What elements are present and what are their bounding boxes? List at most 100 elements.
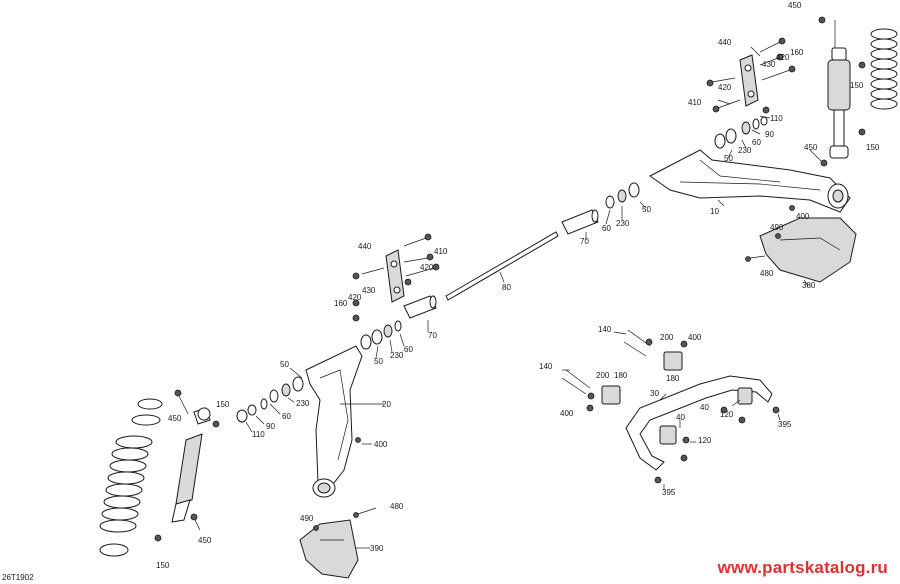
watermark-link[interactable]: www.partskatalog.ru <box>717 558 888 577</box>
callout-395-b: 395 <box>662 488 676 497</box>
left-a-arm <box>305 345 363 498</box>
callout-390: 390 <box>370 544 384 553</box>
right-bushing-stack-top <box>714 116 768 149</box>
callout-420-top-2: 420 <box>718 83 732 92</box>
callout-160-top: 160 <box>790 48 804 57</box>
callout-230-mid: 230 <box>616 219 630 228</box>
callout-80: 80 <box>502 283 511 292</box>
callout-430-mid: 430 <box>362 286 376 295</box>
left-hinge-bracket <box>385 249 405 303</box>
callout-420-top-1: 420 <box>776 53 790 62</box>
pivot-sleeve-mid <box>403 295 437 319</box>
nut-150-top <box>858 61 866 69</box>
right-shock-absorber <box>827 20 851 159</box>
callout-70-mid: 70 <box>428 331 437 340</box>
callout-150-bottom: 150 <box>156 561 170 570</box>
callout-180-b: 180 <box>614 371 628 380</box>
callout-20: 20 <box>382 400 391 409</box>
right-hinge-hardware <box>706 37 796 114</box>
callout-480-top: 480 <box>760 269 774 278</box>
callout-150-left: 150 <box>216 400 230 409</box>
left-bushing-stack-low <box>269 376 304 403</box>
callout-230-left: 230 <box>296 399 310 408</box>
callout-90-left: 90 <box>266 422 275 431</box>
callout-50-left: 50 <box>280 360 289 369</box>
pivot-sleeve-top <box>561 209 599 235</box>
stabilizer-hardware <box>561 329 780 484</box>
callout-labels: 450 440 160 420 430 150 410 420 110 90 6… <box>156 1 880 570</box>
callout-50-mid: 50 <box>642 205 651 214</box>
callout-140-b: 140 <box>539 362 553 371</box>
callout-60-mid: 60 <box>602 224 611 233</box>
bolt-400-left <box>355 437 361 443</box>
callout-420-mid-2: 420 <box>348 293 362 302</box>
drawing-id: 26T1902 <box>2 573 34 582</box>
bolt-450-left <box>174 389 182 397</box>
left-coil-spring <box>99 398 163 557</box>
callout-400-a: 400 <box>688 333 702 342</box>
stabilizer-bar <box>625 375 773 471</box>
callout-400-top: 400 <box>796 212 810 221</box>
callout-230-low: 230 <box>390 351 404 360</box>
bolt-490-low <box>313 525 319 531</box>
left-bushing-stack-mid <box>360 320 402 350</box>
callout-180-a: 180 <box>666 374 680 383</box>
callout-140-a: 140 <box>598 325 612 334</box>
callout-410-top: 410 <box>688 98 702 107</box>
callout-200-a: 200 <box>660 333 674 342</box>
callout-200-b: 200 <box>596 371 610 380</box>
callout-160-mid: 160 <box>334 299 348 308</box>
callout-50-low: 50 <box>374 357 383 366</box>
nut-150-left <box>212 420 220 428</box>
callout-60-top: 60 <box>752 138 761 147</box>
callout-400-b: 400 <box>560 409 574 418</box>
left-bushing-stack-outer <box>236 398 268 423</box>
callout-120-a: 120 <box>720 410 734 419</box>
callout-380: 380 <box>802 281 816 290</box>
callout-420-mid: 420 <box>420 263 434 272</box>
bolt-480-low <box>353 512 359 518</box>
callout-40-b: 40 <box>676 413 685 422</box>
right-a-arm <box>649 149 851 213</box>
left-shock-absorber <box>171 407 211 523</box>
callout-480-low: 480 <box>390 502 404 511</box>
callout-10: 10 <box>710 207 719 216</box>
callout-120-b: 120 <box>698 436 712 445</box>
stabilizer-bushings <box>601 351 753 445</box>
bolt-450-top <box>818 16 826 24</box>
right-hinge-bracket <box>739 54 759 107</box>
callout-40-a: 40 <box>700 403 709 412</box>
callout-90-top: 90 <box>765 130 774 139</box>
callout-410-mid: 410 <box>434 247 448 256</box>
callout-150-top: 150 <box>850 81 864 90</box>
callout-440-mid: 440 <box>358 242 372 251</box>
callout-60-low: 60 <box>404 345 413 354</box>
nut-150-bottom <box>154 534 162 542</box>
right-bushing-stack-mid <box>605 182 640 209</box>
callout-490-top: 490 <box>770 223 784 232</box>
bolt-450-mid <box>820 159 828 167</box>
callout-30: 30 <box>650 389 659 398</box>
callout-430-top: 430 <box>762 60 776 69</box>
callout-450-bottom: 450 <box>198 536 212 545</box>
nut-150-right <box>858 128 866 136</box>
skid-plate-right <box>759 217 857 283</box>
callout-70-top: 70 <box>580 237 589 246</box>
callout-110-top: 110 <box>770 114 783 123</box>
callout-230-top: 230 <box>738 146 752 155</box>
callout-440-top: 440 <box>718 38 732 47</box>
callout-150-right: 150 <box>866 143 880 152</box>
callout-450-left: 450 <box>168 414 182 423</box>
pivot-shaft <box>445 231 559 301</box>
bolt-450-bottom <box>190 513 198 521</box>
callout-110-left: 110 <box>252 430 265 439</box>
callout-450-top: 450 <box>788 1 802 10</box>
callout-395-a: 395 <box>778 420 792 429</box>
left-hinge-hardware <box>352 233 440 322</box>
leader-lines <box>245 46 809 549</box>
bolt-490-top <box>775 233 781 239</box>
callout-450-mid: 450 <box>804 143 818 152</box>
callout-400-left: 400 <box>374 440 388 449</box>
